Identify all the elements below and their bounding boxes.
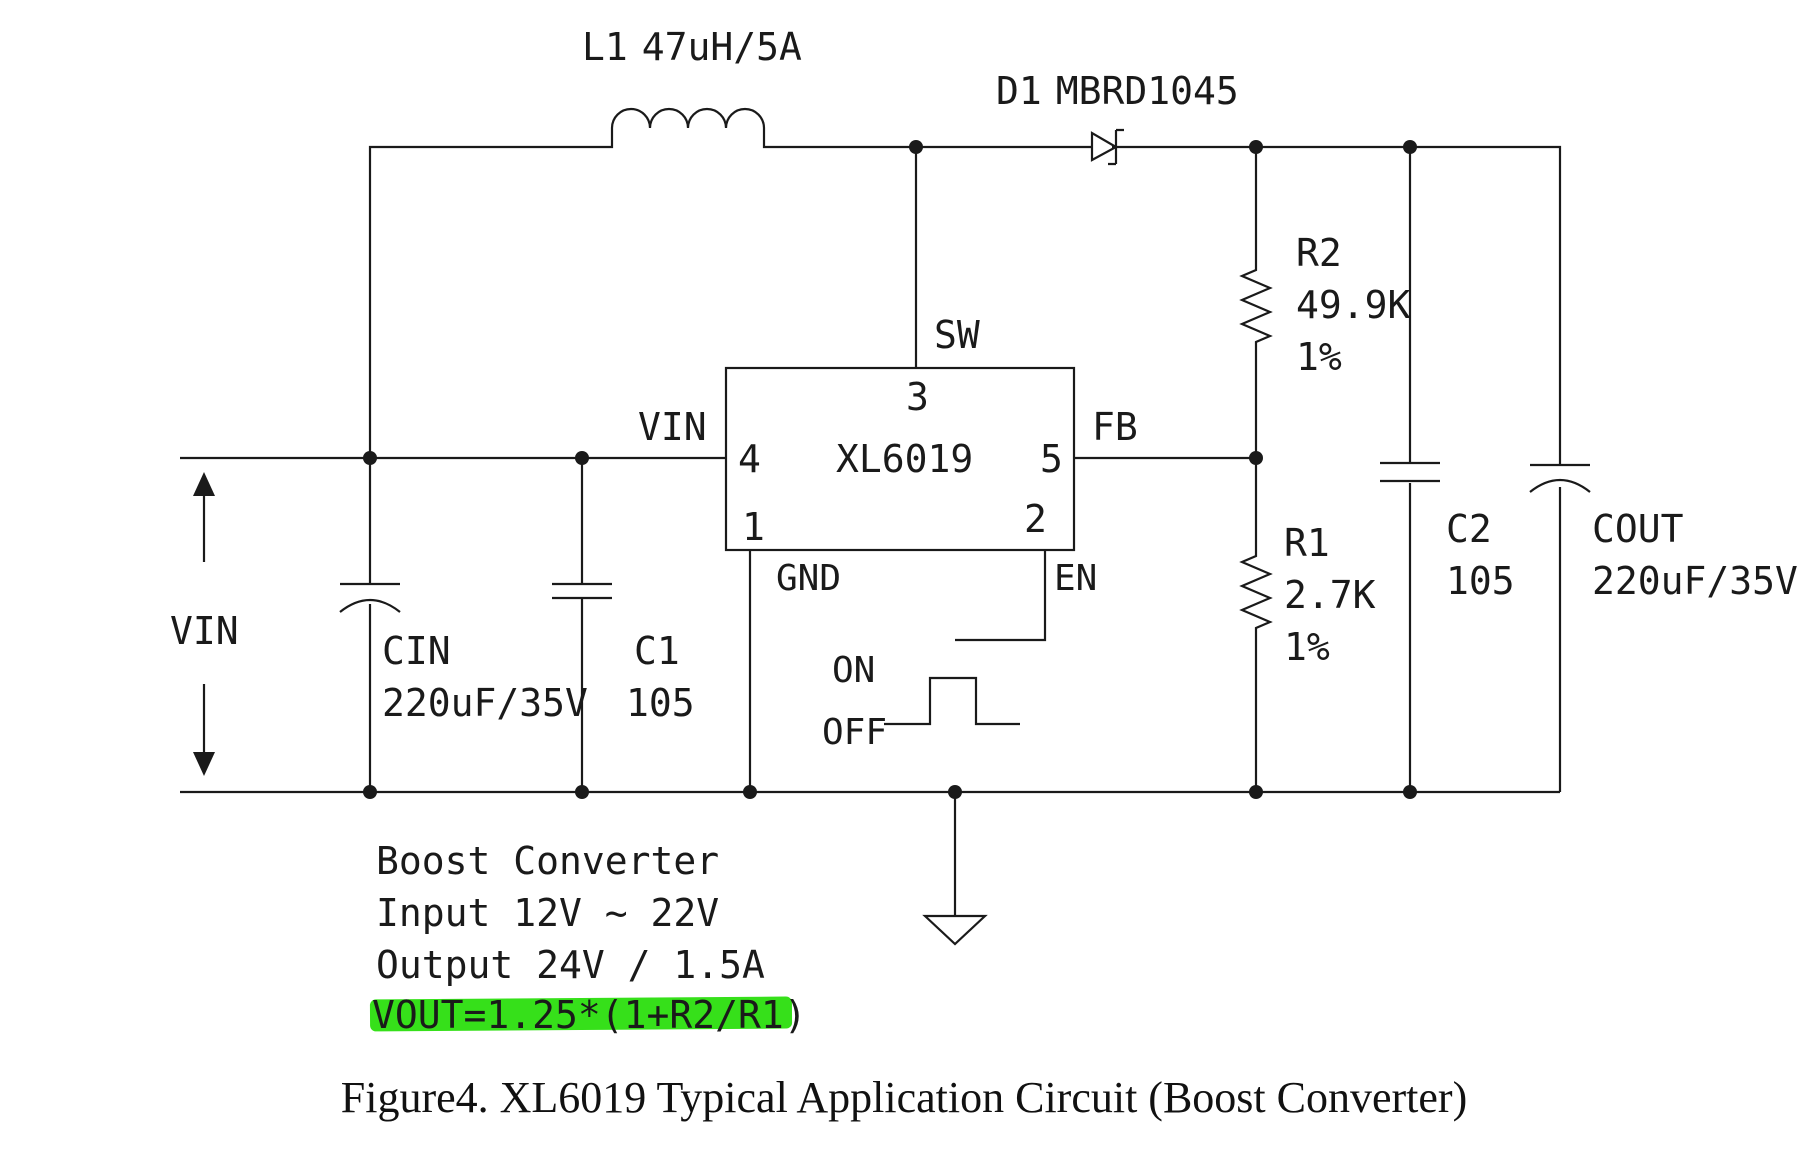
ic-pin2-number: 2 — [1024, 497, 1047, 541]
note-formula: VOUT=1.25*(1+R2/R1) — [372, 993, 807, 1037]
note-title: Boost Converter — [376, 839, 719, 883]
formula-highlight — [369, 996, 793, 1032]
figure-caption: Figure4. XL6019 Typical Application Circ… — [341, 1073, 1468, 1122]
capacitor-c1 — [552, 582, 612, 600]
ic-pin5-number: 5 — [1040, 437, 1063, 481]
r1-ref: R1 — [1284, 521, 1330, 565]
junction-dots — [363, 140, 1417, 799]
cout-value: 220uF/35V — [1592, 559, 1798, 603]
wires — [180, 128, 1562, 916]
enable-on-label: ON — [832, 650, 875, 691]
vin-arrow-icon — [193, 472, 215, 776]
enable-pulse-icon — [884, 676, 1020, 726]
capacitor-cout — [1529, 463, 1591, 493]
note-output: Output 24V / 1.5A — [376, 943, 765, 987]
ic-pin4-number: 4 — [738, 437, 761, 481]
r2-value: 49.9K — [1296, 283, 1411, 327]
ic-name: XL6019 — [836, 437, 973, 481]
ic-pin-fb-label: FB — [1092, 405, 1138, 449]
vin-input-label: VIN — [170, 609, 239, 653]
note-input: Input 12V ~ 22V — [376, 891, 719, 935]
ic-pin-gnd-label: GND — [776, 558, 841, 599]
r2-tolerance: 1% — [1296, 335, 1342, 379]
ic-xl6019-body — [724, 366, 1076, 552]
r1-tolerance: 1% — [1284, 625, 1330, 669]
cout-ref: COUT — [1592, 507, 1684, 551]
ground-icon — [922, 914, 988, 946]
enable-off-label: OFF — [822, 712, 887, 753]
r1-value: 2.7K — [1284, 573, 1376, 617]
ic-pin-en-label: EN — [1054, 558, 1097, 599]
c2-ref: C2 — [1446, 507, 1492, 551]
ic-pin3-number: 3 — [906, 375, 929, 419]
c1-value: 105 — [626, 681, 695, 725]
ic-pin-vin-label: VIN — [638, 405, 707, 449]
diode-d1 — [1025, 128, 1124, 166]
cin-value: 220uF/35V — [382, 681, 588, 725]
ic-pin1-number: 1 — [742, 505, 765, 549]
c2-value: 105 — [1446, 559, 1515, 603]
cin-ref: CIN — [382, 629, 451, 673]
r2-ref: R2 — [1296, 231, 1342, 275]
ic-pin-sw-label: SW — [934, 313, 980, 357]
c1-ref: C1 — [634, 629, 680, 673]
capacitor-cin — [339, 582, 401, 613]
capacitor-c2 — [1380, 461, 1440, 483]
resistor-r2 — [1239, 250, 1273, 350]
resistor-r1 — [1239, 530, 1273, 632]
inductor-l1 — [610, 107, 766, 129]
